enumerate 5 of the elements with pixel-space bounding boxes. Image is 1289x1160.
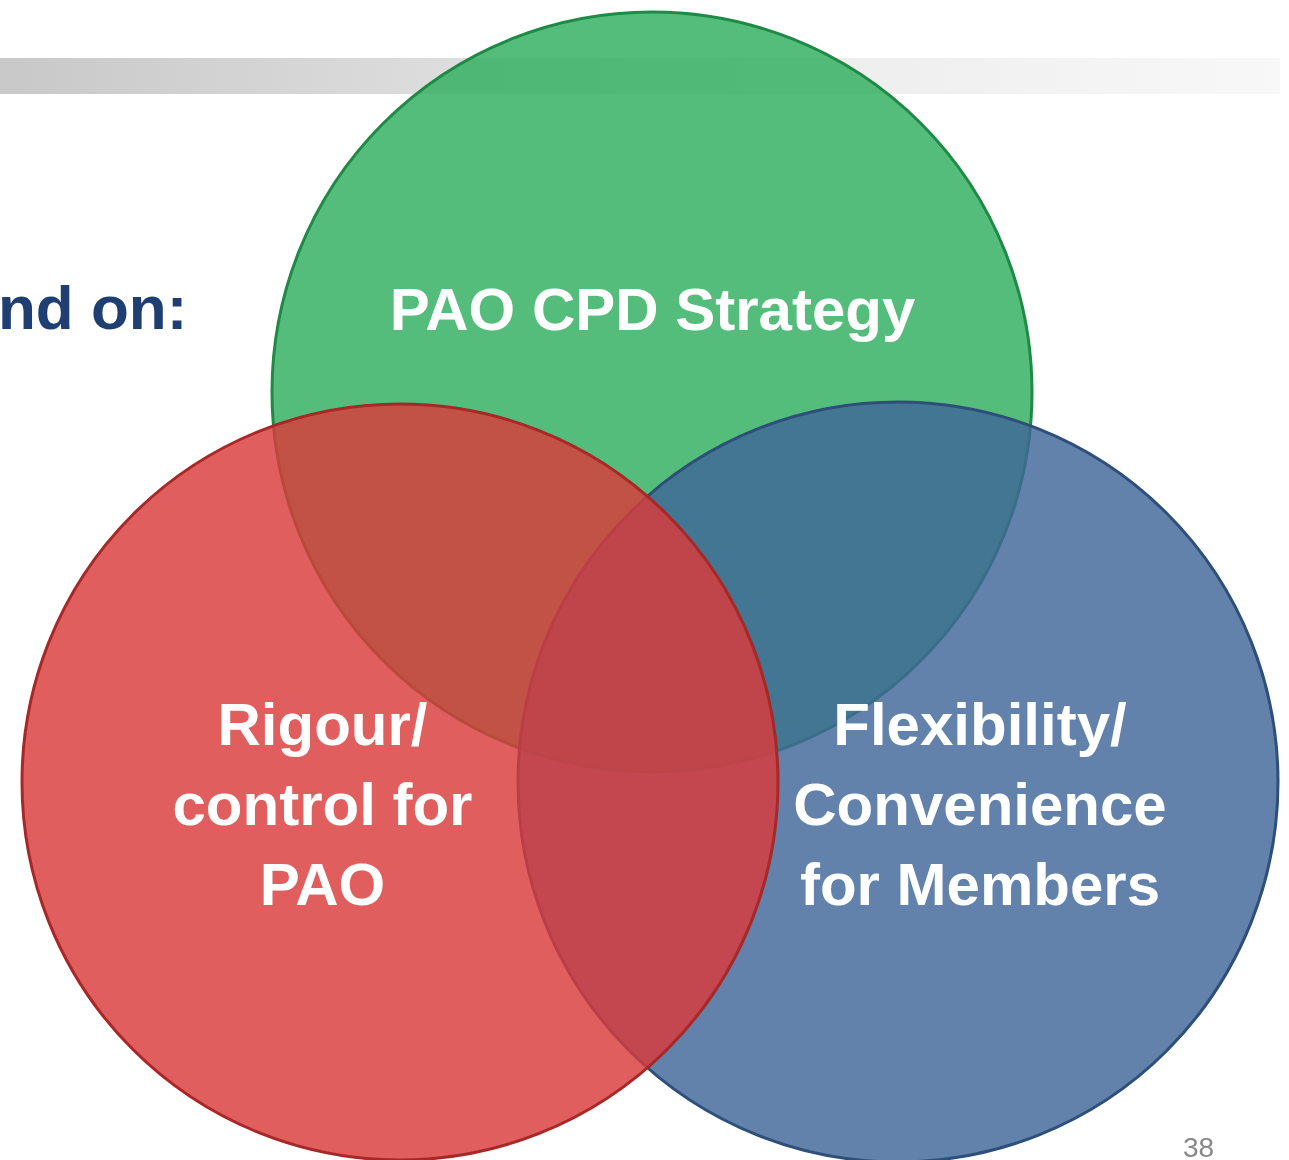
circle-label: Rigour/ control for PAO — [171, 690, 474, 920]
page-number: 38 — [1183, 1132, 1215, 1160]
circle-label: Flexibility/ Convenience for Members — [792, 690, 1168, 920]
circle-label: PAO CPD Strategy — [388, 275, 917, 345]
heading-fragment: nd on: — [0, 272, 188, 343]
